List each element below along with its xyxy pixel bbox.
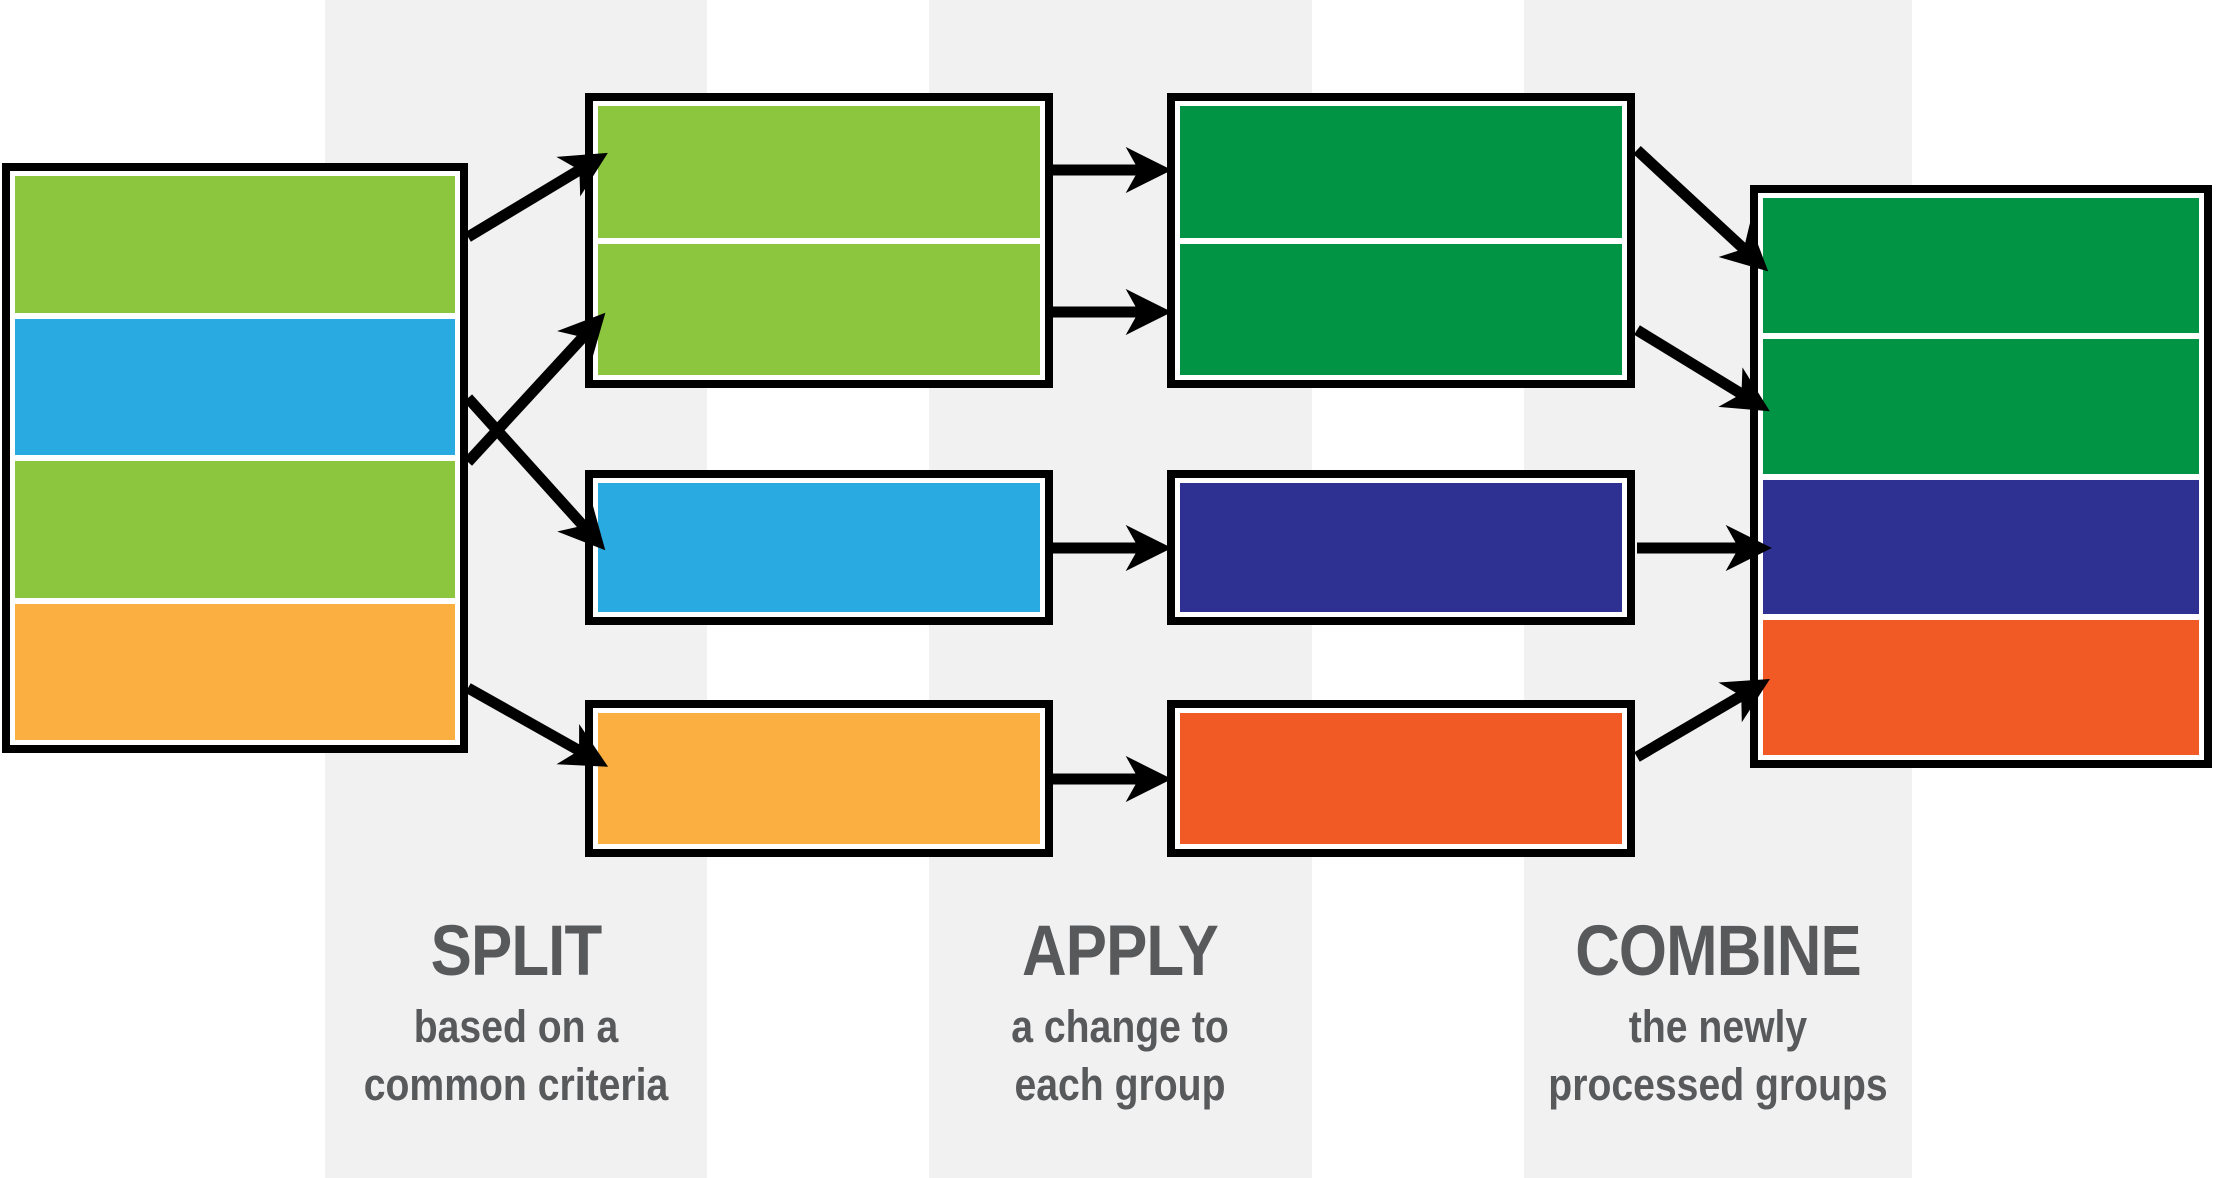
result-table: [1750, 185, 2212, 768]
result-segment-4: [1763, 620, 2199, 755]
combine-title: COMBINE: [1575, 912, 1861, 991]
group-a-segment-2: [598, 243, 1040, 375]
processed-b-segment-1: [1180, 483, 1622, 612]
split-group-c: [585, 700, 1053, 857]
result-segment-1: [1763, 198, 2199, 333]
apply-title: APPLY: [1022, 912, 1219, 991]
group-c-segment-1: [598, 713, 1040, 844]
source-segment-4: [15, 603, 455, 740]
split-subtitle-line1: based on a: [413, 1001, 619, 1052]
group-b-segment-1: [598, 483, 1040, 612]
apply-subtitle-line2: each group: [1014, 1059, 1226, 1110]
processed-a-segment-2: [1180, 243, 1622, 375]
combine-subtitle-line1: the newly: [1628, 1001, 1808, 1052]
source-table: [2, 163, 468, 753]
source-segment-2: [15, 318, 455, 455]
stage-label-split: SPLIT based on a common criteria: [299, 916, 734, 1114]
processed-group-b: [1167, 470, 1635, 625]
split-title: SPLIT: [430, 912, 603, 991]
group-a-segment-1: [598, 106, 1040, 238]
processed-a-segment-1: [1180, 106, 1622, 238]
split-subtitle-line2: common criteria: [363, 1059, 669, 1110]
split-group-b: [585, 470, 1053, 625]
combine-subtitle-line2: processed groups: [1548, 1059, 1888, 1110]
stage-label-combine: COMBINE the newly processed groups: [1501, 916, 1936, 1114]
split-group-a: [585, 93, 1053, 388]
stage-label-apply: APPLY a change to each group: [903, 916, 1338, 1114]
processed-group-a: [1167, 93, 1635, 388]
processed-c-segment-1: [1180, 713, 1622, 844]
apply-subtitle-line1: a change to: [1011, 1001, 1229, 1052]
result-segment-2: [1763, 338, 2199, 474]
result-segment-3: [1763, 479, 2199, 615]
processed-group-c: [1167, 700, 1635, 857]
source-segment-1: [15, 176, 455, 313]
source-segment-3: [15, 461, 455, 598]
